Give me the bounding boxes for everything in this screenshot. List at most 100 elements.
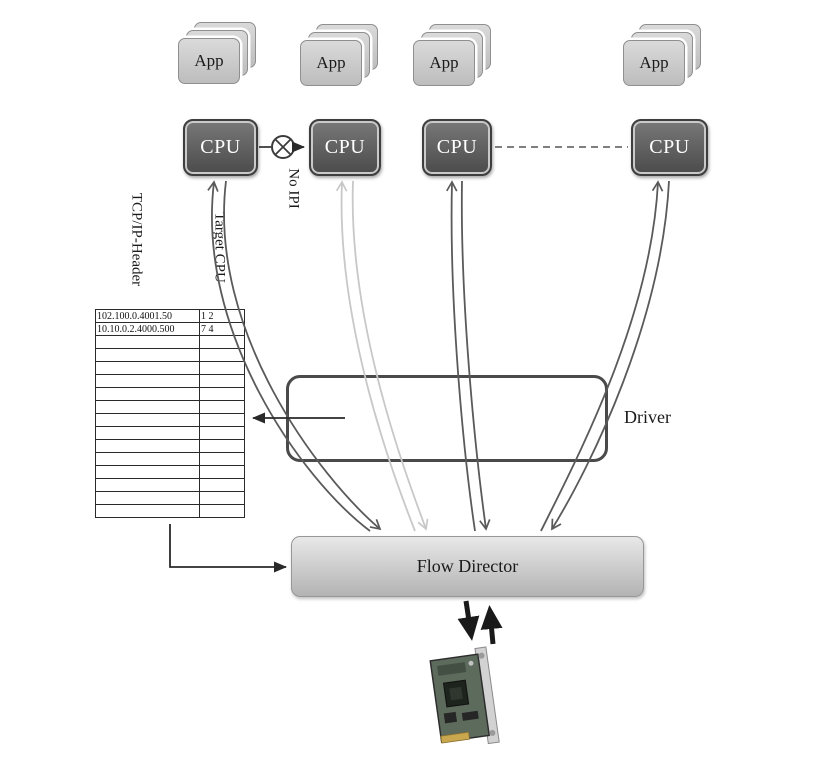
table-row-empty bbox=[95, 491, 245, 505]
table-cell-target: 1 2 bbox=[199, 309, 245, 323]
table-cell-empty bbox=[199, 361, 245, 375]
table-row: 102.100.0.4001.50 1 2 bbox=[95, 309, 245, 323]
table-row-empty bbox=[95, 439, 245, 453]
table-row-empty bbox=[95, 335, 245, 349]
app-box-2: App bbox=[300, 40, 362, 86]
app-label: App bbox=[194, 51, 224, 70]
table-row-empty bbox=[95, 387, 245, 401]
table-cell-empty bbox=[95, 465, 200, 479]
table-cell-empty bbox=[199, 478, 245, 492]
table-cell-empty bbox=[199, 400, 245, 414]
cpu-label: CPU bbox=[436, 136, 478, 158]
tcpip-header-label: TCP/IP-Header bbox=[128, 192, 145, 287]
table-row-empty bbox=[95, 478, 245, 492]
cpu-label: CPU bbox=[324, 136, 366, 158]
driver-label: Driver bbox=[624, 407, 671, 427]
app-stack-4: App bbox=[623, 24, 705, 94]
nic-bracket bbox=[474, 646, 500, 745]
app-stack-2: App bbox=[300, 24, 382, 94]
table-row-empty bbox=[95, 426, 245, 440]
table-cell-empty bbox=[95, 478, 200, 492]
flow-director-label: Flow Director bbox=[416, 556, 519, 576]
arrow-cpu2-to-fd bbox=[351, 180, 429, 531]
table-cell-empty bbox=[199, 491, 245, 505]
no-ipi-label: No IPI bbox=[285, 168, 302, 209]
table-cell-empty bbox=[95, 348, 200, 362]
table-cell-empty bbox=[199, 348, 245, 362]
nic-chip-core bbox=[449, 686, 463, 701]
target-cpu-label: Target CPU bbox=[211, 212, 228, 283]
table-row-empty bbox=[95, 465, 245, 479]
table-row-empty bbox=[95, 348, 245, 362]
arrow-cpu1-to-fd bbox=[223, 180, 382, 531]
no-ipi-cross-icon bbox=[274, 138, 292, 156]
nic-component bbox=[461, 710, 479, 721]
cpu-box-1: CPU bbox=[183, 119, 258, 176]
table-row-empty bbox=[95, 452, 245, 466]
app-label: App bbox=[639, 53, 669, 72]
table-cell-header: 102.100.0.4001.50 bbox=[95, 309, 200, 323]
table-cell-empty bbox=[95, 361, 200, 375]
table-row: 10.10.0.2.4000.500 7 4 bbox=[95, 322, 245, 336]
cpu-box-4: CPU bbox=[631, 119, 708, 176]
nic-pcb bbox=[429, 653, 491, 743]
arrow-fd-to-cpu2 bbox=[335, 180, 416, 532]
table-cell-empty bbox=[95, 452, 200, 466]
table-row-empty bbox=[95, 413, 245, 427]
table-cell-target: 7 4 bbox=[199, 322, 245, 336]
table-cell-empty bbox=[95, 374, 200, 388]
arrow-fd-to-cpu4 bbox=[540, 180, 664, 532]
table-cell-empty bbox=[95, 335, 200, 349]
table-cell-empty bbox=[199, 465, 245, 479]
arrow-table-to-flow-director bbox=[169, 524, 287, 573]
table-cell-header: 10.10.0.2.4000.500 bbox=[95, 322, 200, 336]
nic-screw bbox=[468, 660, 474, 666]
arrow-nic-to-fd bbox=[480, 605, 503, 645]
table-cell-empty bbox=[95, 491, 200, 505]
flow-table: 102.100.0.4001.50 1 2 10.10.0.2.4000.500… bbox=[95, 309, 245, 518]
app-label: App bbox=[429, 53, 459, 72]
table-cell-empty bbox=[199, 374, 245, 388]
app-stack-3: App bbox=[413, 24, 495, 94]
table-cell-empty bbox=[199, 413, 245, 427]
table-cell-empty bbox=[199, 452, 245, 466]
table-cell-empty bbox=[95, 439, 200, 453]
table-cell-empty bbox=[95, 426, 200, 440]
table-cell-empty bbox=[199, 504, 245, 518]
table-row-empty bbox=[95, 374, 245, 388]
arrow-cpu4-to-fd bbox=[551, 180, 670, 531]
table-cell-empty bbox=[199, 387, 245, 401]
table-row-empty bbox=[95, 400, 245, 414]
arrow-fd-to-nic bbox=[457, 600, 480, 641]
nic-bracket-hole bbox=[478, 652, 485, 659]
table-cell-empty bbox=[95, 400, 200, 414]
nic-gold-fingers bbox=[440, 731, 470, 744]
app-box-4: App bbox=[623, 40, 685, 86]
no-ipi-cross-icon bbox=[274, 138, 292, 156]
no-ipi-circle-icon bbox=[271, 135, 295, 159]
driver-box bbox=[286, 375, 608, 462]
cpu-box-3: CPU bbox=[422, 119, 492, 176]
nic-bracket-hole bbox=[489, 729, 496, 736]
app-box-3: App bbox=[413, 40, 475, 86]
cpu-label: CPU bbox=[200, 136, 241, 158]
table-cell-empty bbox=[199, 439, 245, 453]
arrow-fd-to-cpu3 bbox=[446, 180, 476, 532]
nic-chip bbox=[442, 679, 470, 708]
table-row-empty bbox=[95, 361, 245, 375]
table-cell-empty bbox=[95, 413, 200, 427]
nic-component bbox=[443, 711, 457, 724]
app-box-1: App bbox=[178, 38, 240, 84]
nic-image bbox=[429, 646, 500, 745]
nic-component bbox=[437, 662, 467, 676]
cpu-label: CPU bbox=[649, 136, 690, 158]
arrow-cpu3-to-fd bbox=[460, 180, 491, 531]
table-cell-empty bbox=[95, 504, 200, 518]
table-cell-empty bbox=[199, 426, 245, 440]
app-label: App bbox=[316, 53, 346, 72]
table-cell-empty bbox=[95, 387, 200, 401]
table-row-empty bbox=[95, 504, 245, 518]
cpu-box-2: CPU bbox=[309, 119, 381, 176]
table-cell-empty bbox=[199, 335, 245, 349]
